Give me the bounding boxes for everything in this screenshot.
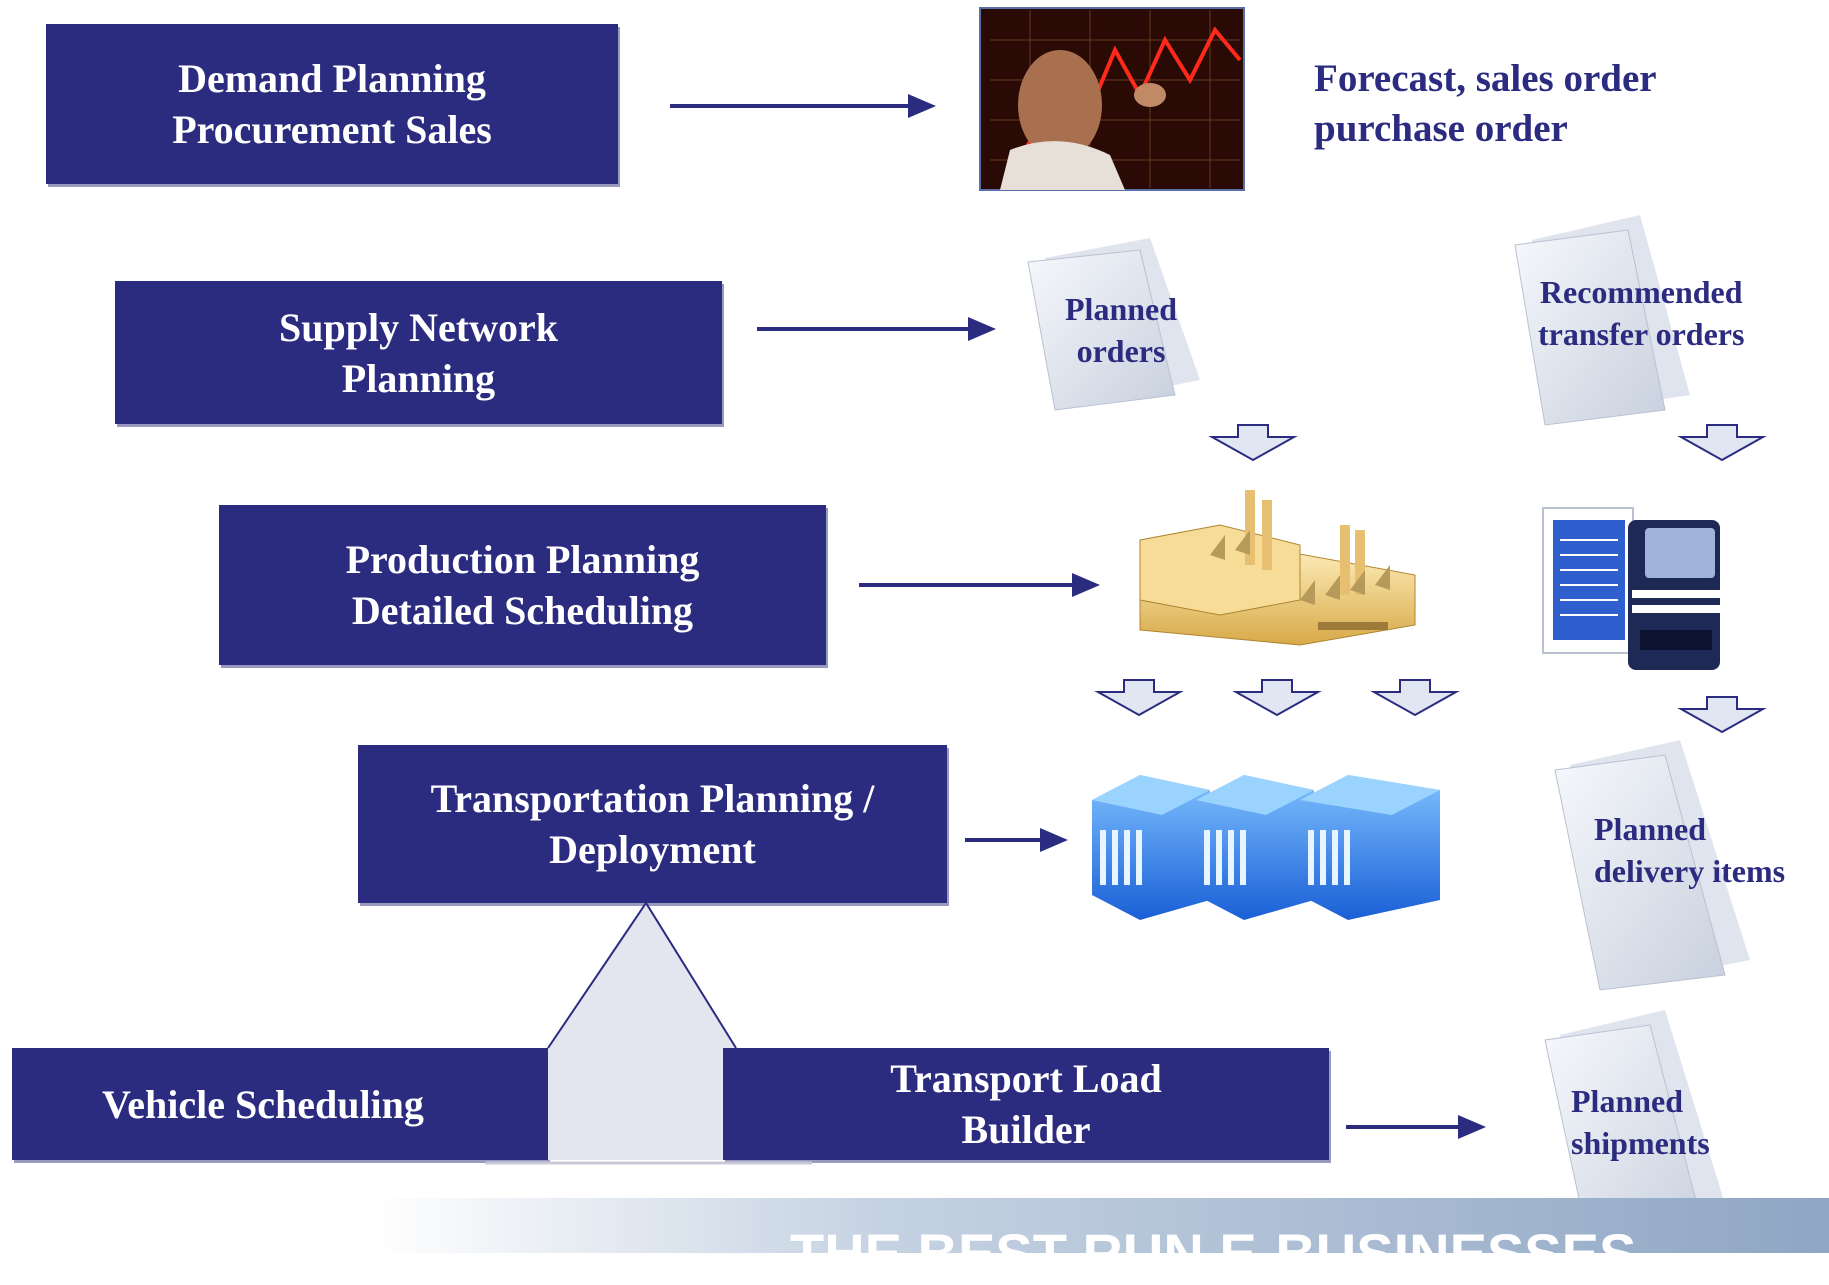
arrow-right-icon <box>670 94 936 118</box>
supply-network-planning-box: Supply Network Planning <box>115 281 722 424</box>
demand-planning-label: Demand Planning Procurement Sales <box>172 56 492 152</box>
hollow-down-arrow-icon <box>1094 679 1184 717</box>
production-planning-box: Production Planning Detailed Scheduling <box>219 505 826 665</box>
arrow-right-icon <box>965 828 1068 852</box>
planned-orders-document-icon <box>1027 238 1200 411</box>
arrow-right-icon <box>757 317 996 341</box>
transfer-orders-document-icon <box>1514 215 1690 426</box>
vehicle-scheduling-box: Vehicle Scheduling <box>12 1048 548 1160</box>
factory-icon <box>1139 490 1416 646</box>
bottom-banner <box>370 1198 1829 1253</box>
truck-icon <box>1542 507 1720 670</box>
delivery-items-label: Planned delivery items <box>1594 811 1786 889</box>
hollow-down-arrow-icon <box>1232 679 1322 717</box>
transfer-orders-label: Recommended transfer orders <box>1538 274 1745 352</box>
transportation-planning-label: Transportation Planning / Deployment <box>430 776 875 872</box>
arrow-right-icon <box>859 573 1100 597</box>
banner-text: THE BEST-RUN E-BUSINESSES <box>790 1222 1637 1285</box>
production-planning-label: Production Planning Detailed Scheduling <box>345 537 700 633</box>
delivery-items-document-icon <box>1554 740 1750 991</box>
connector-triangle <box>485 901 812 1165</box>
hollow-down-arrow-icon <box>1677 424 1767 462</box>
hollow-down-arrow-icon <box>1370 679 1460 717</box>
planned-orders-label: Planned orders <box>1065 291 1178 369</box>
transport-load-builder-box: Transport Load Builder <box>723 1048 1329 1160</box>
transport-load-builder-label: Transport Load Builder <box>890 1056 1162 1152</box>
transportation-planning-box: Transportation Planning / Deployment <box>358 745 947 903</box>
forecast-label: Forecast, sales order purchase order <box>1314 57 1657 150</box>
diagram-graphics <box>370 7 1829 1253</box>
hollow-down-arrow-icon <box>1208 424 1298 462</box>
stock-chart-photo <box>979 7 1245 191</box>
shipments-label: Planned shipments <box>1571 1083 1710 1161</box>
warehouses-icon <box>1092 775 1440 920</box>
arrow-right-icon <box>1346 1115 1486 1139</box>
hollow-down-arrow-icon <box>1677 696 1767 734</box>
vehicle-scheduling-label: Vehicle Scheduling <box>102 1081 424 1127</box>
demand-planning-box: Demand Planning Procurement Sales <box>46 24 618 184</box>
supply-network-planning-label: Supply Network Planning <box>279 304 558 401</box>
